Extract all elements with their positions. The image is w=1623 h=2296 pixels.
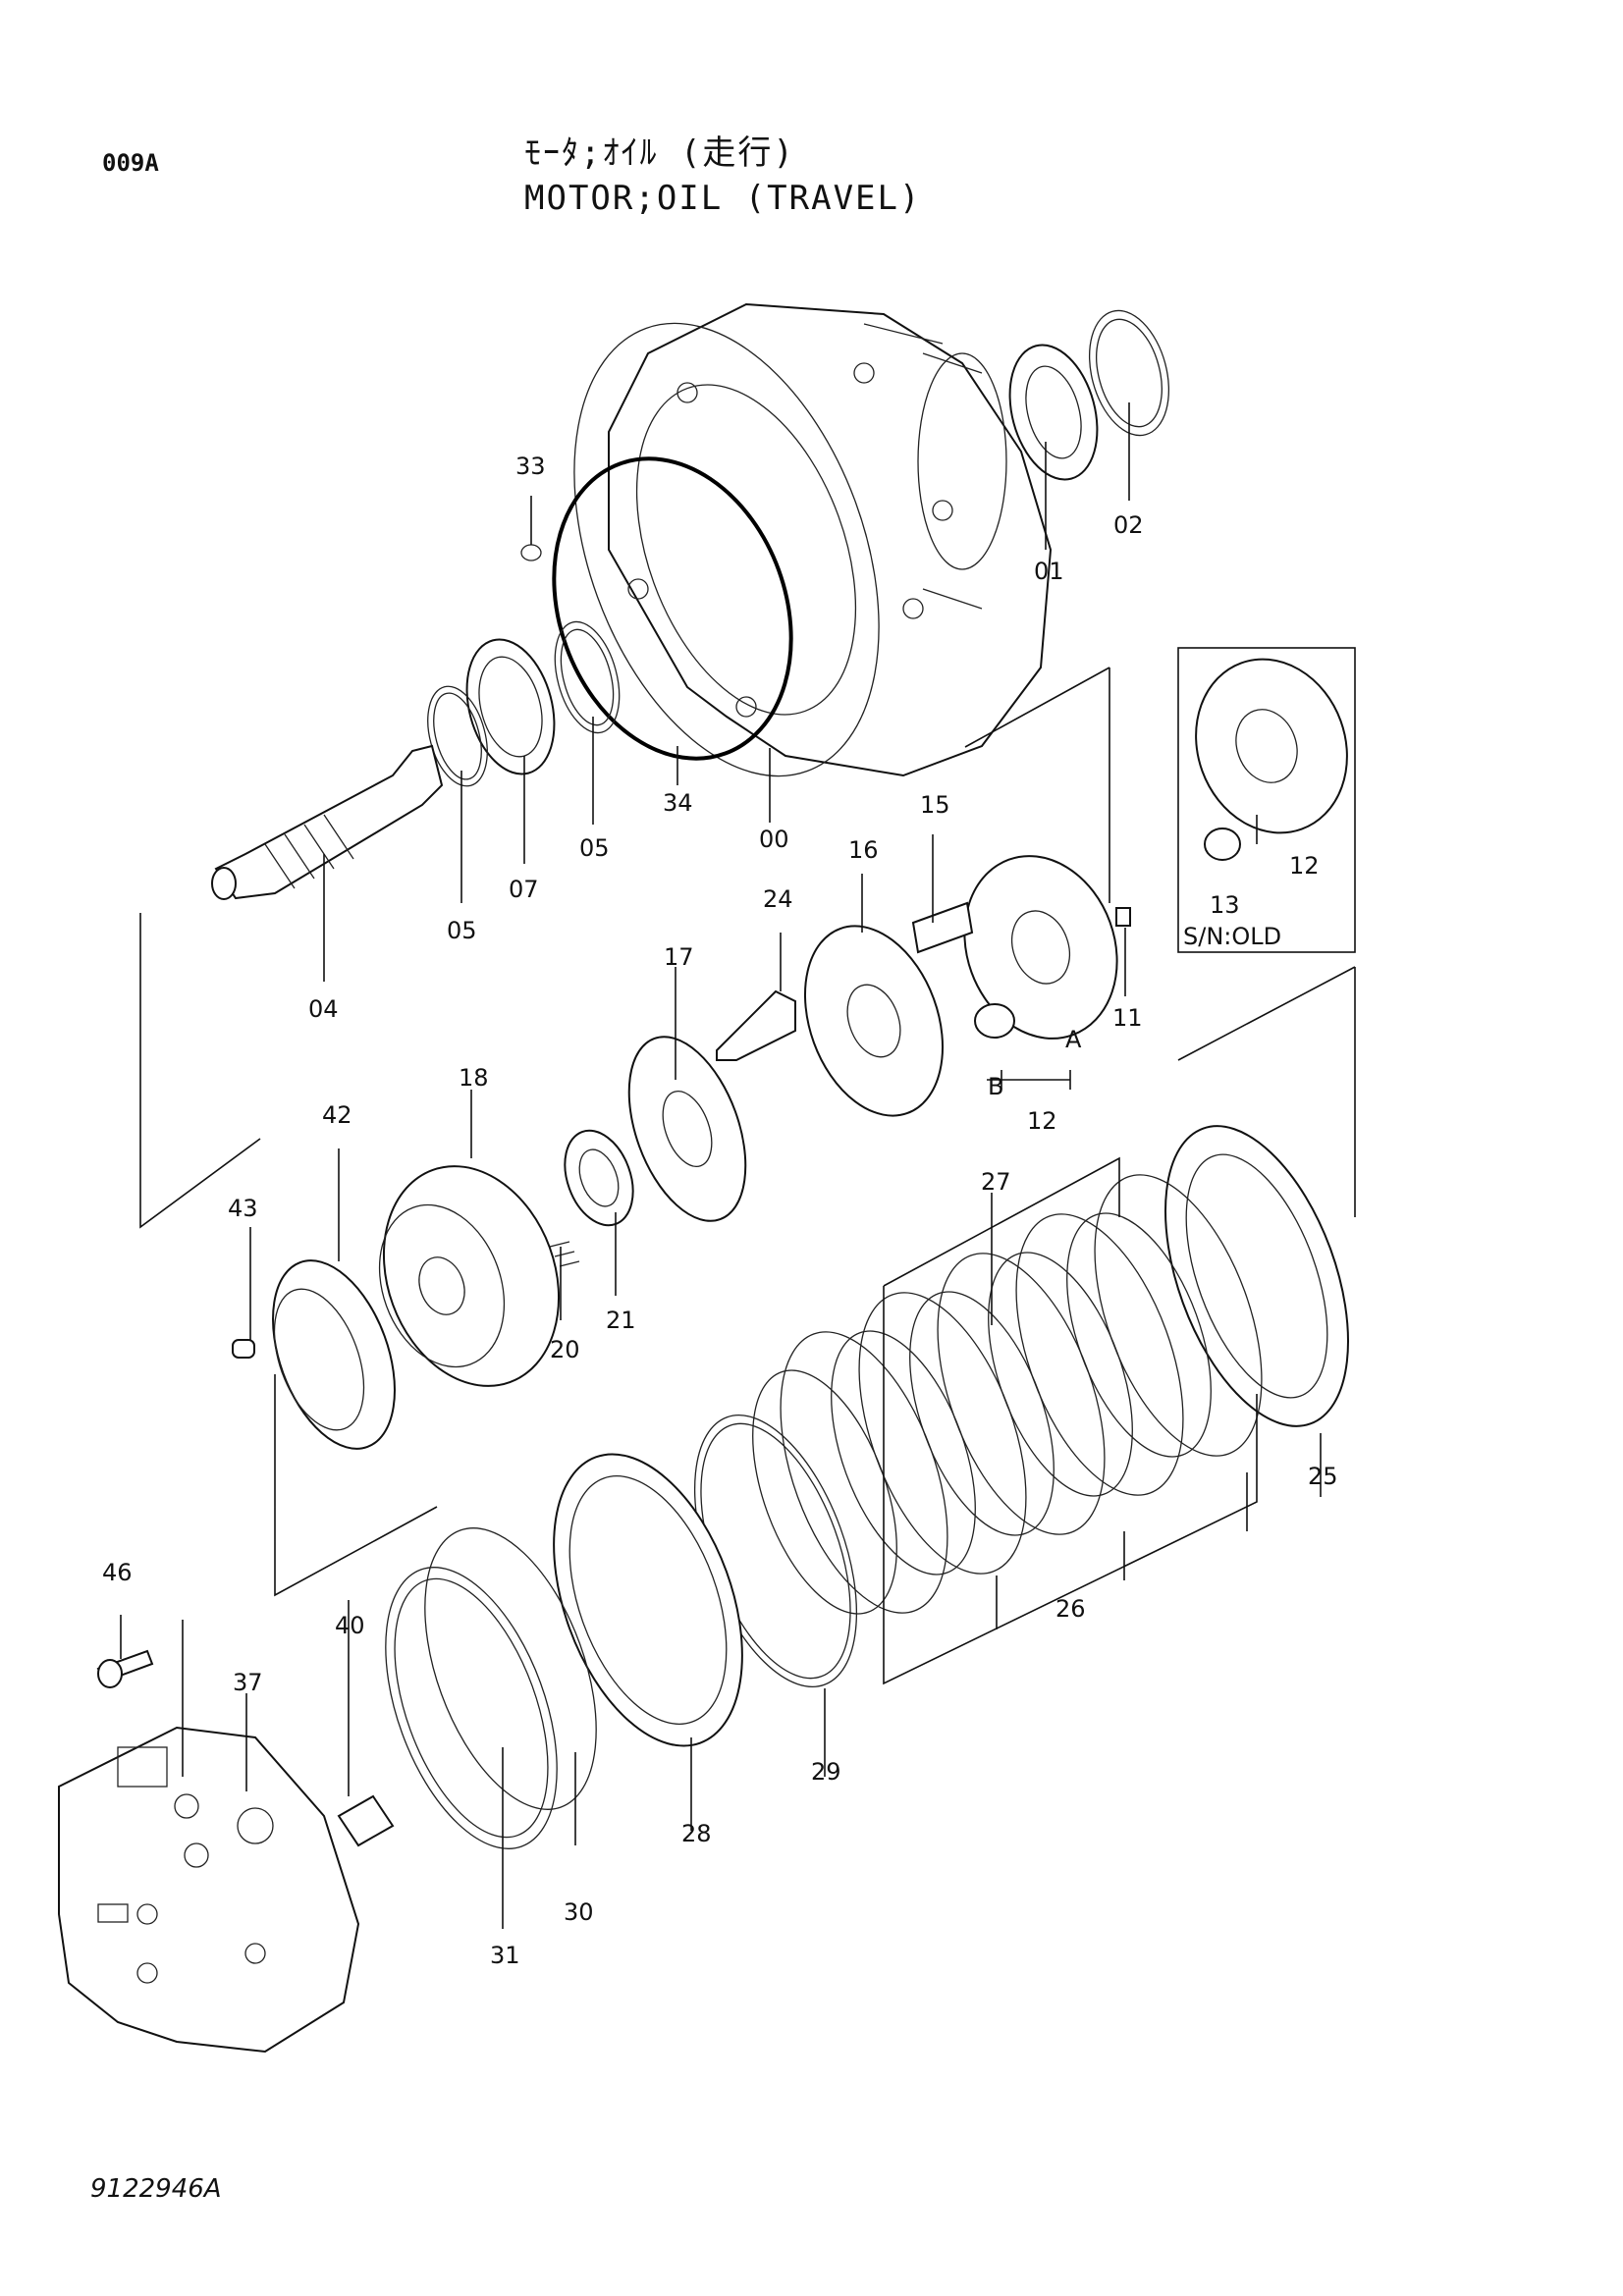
part-12-pin-b <box>974 1003 1015 1039</box>
part-31-seal-ring <box>385 1567 558 1849</box>
part-46-bolt <box>96 1649 154 1688</box>
callout-05-lower: 05 <box>447 917 477 944</box>
part-26-separator-plates <box>752 1212 1212 1615</box>
callout-18: 18 <box>459 1064 489 1092</box>
part-21-retainer <box>564 1129 634 1227</box>
leader-lines <box>120 402 1322 1929</box>
callout-33: 33 <box>515 453 546 480</box>
part-17-valve-plate <box>627 1036 747 1222</box>
title-japanese: ﾓｰﾀ;ｵｲﾙ (走行) <box>524 133 795 173</box>
part-42-swash-plate <box>272 1259 396 1450</box>
callout-13: 13 <box>1210 891 1240 919</box>
callout-43: 43 <box>228 1195 258 1222</box>
inset-note-sn-old: S/N:OLD <box>1183 923 1281 950</box>
page-code: 009A <box>102 149 159 177</box>
inset-box <box>1177 647 1356 953</box>
callout-37: 37 <box>233 1669 263 1696</box>
callout-07: 07 <box>509 876 539 903</box>
callout-28: 28 <box>681 1820 712 1847</box>
callout-05-upper: 05 <box>579 834 610 862</box>
inset-part-12-plate <box>1195 658 1348 834</box>
callout-labels: 00 01 02 33 34 05 07 05 04 15 16 24 11 A… <box>102 453 1338 1969</box>
callout-02: 02 <box>1113 511 1144 539</box>
callout-20: 20 <box>550 1336 580 1363</box>
part-04-shaft <box>211 744 444 900</box>
part-30-seal-ring <box>424 1527 597 1810</box>
part-24-valve <box>716 989 796 1061</box>
callout-31: 31 <box>490 1942 520 1969</box>
part-11-pin <box>1115 907 1131 927</box>
callout-01: 01 <box>1034 558 1064 585</box>
part-37-valve-cover <box>58 1726 360 2054</box>
part-01-seal <box>1008 344 1099 481</box>
title-english: MOTOR;OIL (TRAVEL) <box>524 179 922 218</box>
bracket-lines <box>139 667 1356 1777</box>
part-12-plate <box>963 855 1118 1040</box>
callout-11: 11 <box>1112 1004 1143 1032</box>
inset-part-13-pin <box>1204 828 1241 861</box>
part-16-piston <box>803 925 945 1117</box>
part-28-piston <box>553 1453 743 1747</box>
callout-25: 25 <box>1308 1463 1338 1490</box>
part-33-plug <box>520 544 542 561</box>
callout-15: 15 <box>920 791 950 819</box>
callout-46: 46 <box>102 1559 133 1586</box>
part-43-pin <box>232 1339 255 1359</box>
part-02-snap-ring <box>1088 309 1170 437</box>
callout-29: 29 <box>811 1758 841 1786</box>
part-05-snap-ring-upper <box>554 620 621 734</box>
callout-12-main: 12 <box>1027 1107 1057 1135</box>
part-07-bearing <box>465 638 556 775</box>
callout-26: 26 <box>1055 1595 1086 1623</box>
callout-B: B <box>988 1073 1003 1100</box>
callout-42: 42 <box>322 1101 352 1129</box>
callout-34: 34 <box>663 789 693 817</box>
callout-24: 24 <box>763 885 793 913</box>
callout-A: A <box>1065 1026 1082 1053</box>
part-05-snap-ring-lower <box>427 685 488 787</box>
part-00-housing <box>573 302 1053 777</box>
part-34-o-ring <box>552 456 793 761</box>
callout-40: 40 <box>335 1612 365 1639</box>
callout-17: 17 <box>664 943 694 971</box>
callout-04: 04 <box>308 995 339 1023</box>
callout-00: 00 <box>759 826 789 853</box>
part-25-ring <box>1164 1125 1349 1427</box>
callout-30: 30 <box>564 1898 594 1926</box>
callout-21: 21 <box>606 1307 636 1334</box>
drawing-number: 9122946A <box>90 2174 222 2204</box>
part-20-spring <box>549 1241 580 1267</box>
part-15-spring <box>911 901 974 954</box>
callout-27: 27 <box>981 1168 1011 1196</box>
part-40-bearing <box>337 1794 395 1847</box>
callout-16: 16 <box>848 836 879 864</box>
callout-12-inset: 12 <box>1289 852 1320 880</box>
part-18-cylinder-block <box>378 1165 561 1387</box>
